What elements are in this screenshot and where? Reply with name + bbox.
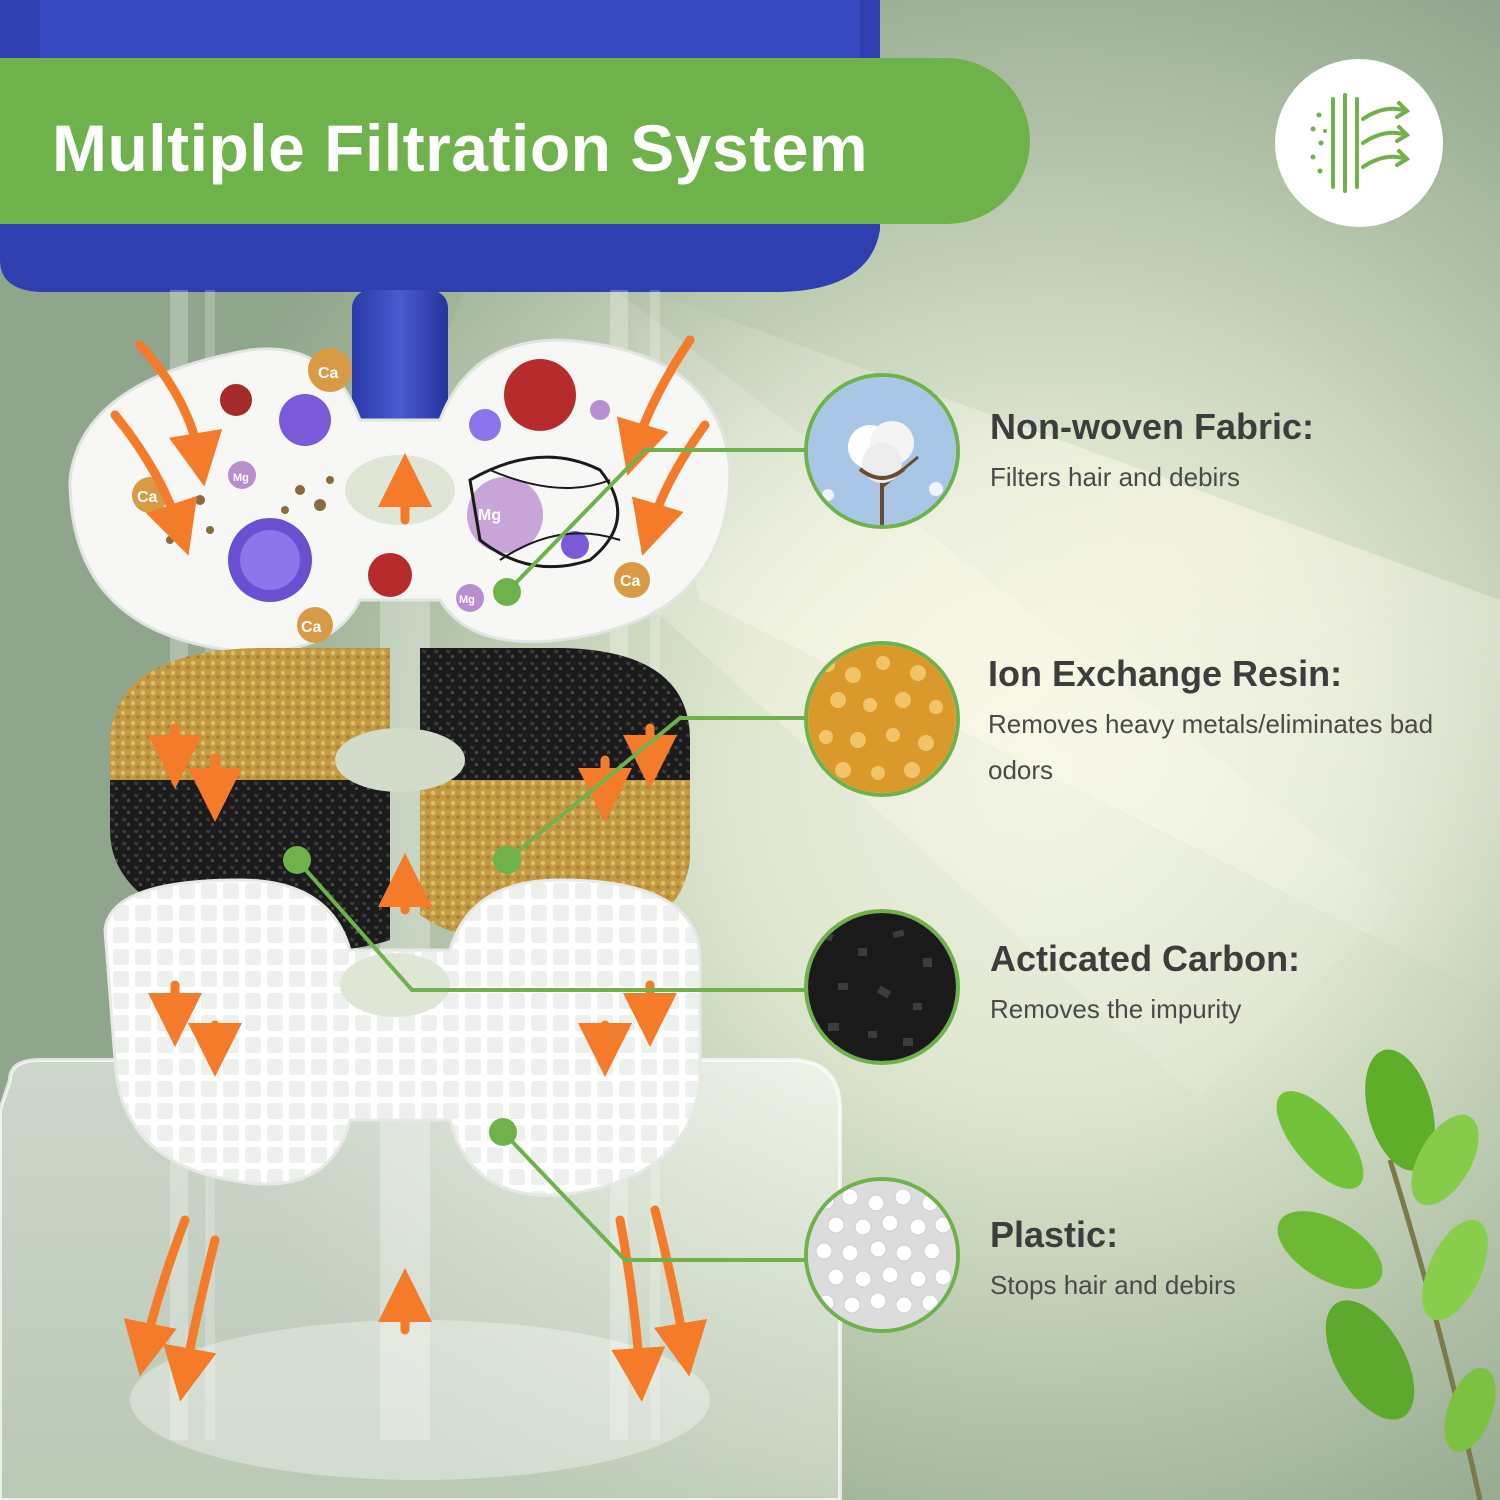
filtration-layers-icon [1310, 93, 1411, 193]
feature-ion-exchange-resin: Ion Exchange Resin: Removes heavy metals… [988, 653, 1468, 793]
cotton-icon [808, 377, 956, 525]
page-title: Multiple Filtration System [52, 111, 869, 185]
carbon-granules-icon [808, 913, 956, 1061]
feature-description: Removes the impurity [990, 994, 1242, 1024]
plant-decoration [1276, 1049, 1496, 1500]
calcium-label: Ca [318, 365, 339, 382]
feature-description: Removes heavy metals/eliminates bad odor… [988, 709, 1434, 785]
feature-plastic: Plastic: Stops hair and debirs [990, 1214, 1470, 1308]
magnesium-label: Mg [233, 472, 249, 484]
calcium-label: Ca [137, 489, 158, 506]
plastic-beads-icon [808, 1181, 956, 1329]
feature-title: Plastic: [990, 1214, 1119, 1255]
plastic-filter-hole [340, 953, 450, 1017]
badge [1275, 59, 1443, 227]
contaminants [132, 348, 650, 643]
fabric-filter-hole [345, 455, 455, 525]
connector-dots [283, 578, 521, 1146]
tray-bowl [130, 1320, 710, 1480]
calcium-label: Ca [620, 573, 641, 590]
feature-title: Acticated Carbon: [990, 938, 1301, 979]
carbon-thumbnail [804, 909, 960, 1065]
cotton-thumbnail [804, 373, 960, 529]
particle-labels: Ca Ca Ca Ca Mg Mg Mg [137, 365, 641, 636]
feature-title: Non-woven Fabric: [990, 406, 1315, 447]
feature-activated-carbon: Acticated Carbon: Removes the impurity [990, 938, 1470, 1032]
plastic-thumbnail [804, 1177, 960, 1333]
calcium-label: Ca [301, 619, 322, 636]
magnesium-label: Mg [459, 594, 475, 606]
title-banner: Multiple Filtration System [0, 58, 1030, 224]
resin-thumbnail [804, 641, 960, 797]
feature-non-woven-fabric: Non-woven Fabric: Filters hair and debir… [990, 406, 1470, 500]
pump-pipe [352, 290, 448, 460]
feature-description: Stops hair and debirs [990, 1270, 1236, 1300]
magnesium-label: Mg [478, 507, 501, 524]
feature-description: Filters hair and debirs [990, 462, 1240, 492]
feature-title: Ion Exchange Resin: [988, 653, 1343, 694]
plastic-filter-layer [103, 878, 702, 1197]
connector-lines [295, 448, 808, 1262]
resin-beads-icon [808, 645, 956, 793]
